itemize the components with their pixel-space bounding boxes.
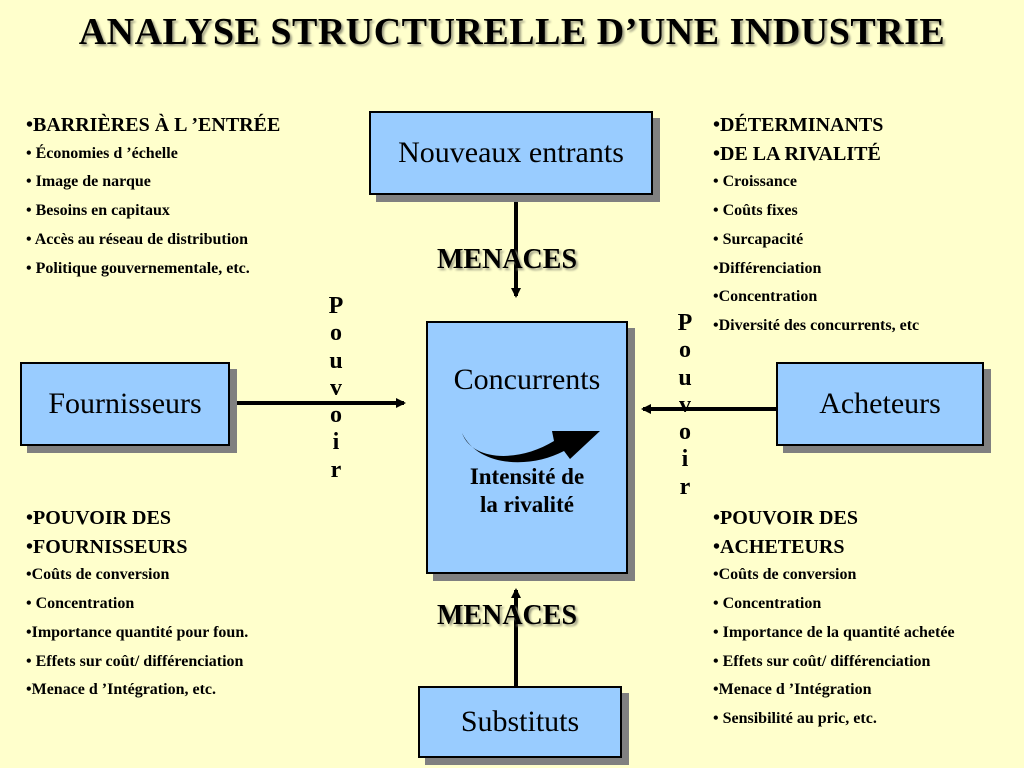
new-entrants-box: Nouveaux entrants: [369, 111, 653, 195]
list-item: • Concentration: [713, 595, 822, 613]
pouvoir-left-letter: i: [332, 429, 340, 456]
list-item: •Menace d ’Intégration: [713, 681, 872, 699]
pouvoir-left-letter: u: [329, 347, 343, 374]
list-item: •POUVOIR DES: [26, 507, 171, 529]
pouvoir-left-letter: P: [328, 293, 344, 319]
list-item: • Image de narque: [26, 173, 151, 191]
list-item: • Accès au réseau de distribution: [26, 230, 249, 248]
rivalry-label-line2: la rivalité: [480, 492, 574, 517]
list-item: • Effets sur coût/ différenciation: [26, 652, 244, 670]
pouvoir-left-letter: r: [330, 456, 342, 483]
list-item: •POUVOIR DES: [713, 507, 858, 529]
list-item: •DE LA RIVALITÉ: [713, 142, 881, 165]
list-item: • Besoins en capitaux: [26, 202, 170, 220]
rivalry-curved-arrow-icon: [462, 431, 600, 463]
pouvoir-left-letter: v: [330, 374, 342, 401]
buyers-power-list: •POUVOIR DES •ACHETEURS •Coûts de conver…: [713, 504, 955, 734]
pouvoir-right-letter: P: [677, 310, 693, 336]
new-entrants-label: Nouveaux entrants: [398, 136, 624, 169]
pouvoir-right-letter: o: [679, 419, 691, 446]
suppliers-label: Fournisseurs: [48, 387, 202, 420]
list-item: •Menace d ’Intégration, etc.: [26, 681, 216, 699]
pouvoir-left-label: P o u v o i r: [321, 293, 351, 484]
list-item: •Importance quantité pour foun.: [26, 623, 249, 641]
competitors-label: Concurrents: [453, 363, 601, 396]
suppliers-power-list: •POUVOIR DES •FOURNISSEURS •Coûts de con…: [26, 504, 248, 705]
pouvoir-left-letter: o: [330, 320, 342, 347]
substitutes-box: Substituts: [418, 686, 622, 758]
list-item: •Coûts de conversion: [26, 566, 170, 584]
menaces-top-label: MENACES: [437, 244, 578, 275]
list-item: • Coûts fixes: [713, 202, 798, 220]
pouvoir-right-letter: o: [679, 337, 691, 364]
buyers-box: Acheteurs: [776, 362, 984, 446]
list-item: • Politique gouvernementale, etc.: [26, 259, 250, 277]
list-item: •FOURNISSEURS: [26, 535, 188, 558]
substitutes-label: Substituts: [460, 705, 580, 738]
list-item: • Croissance: [713, 173, 797, 191]
pouvoir-right-letter: r: [679, 473, 691, 500]
pouvoir-right-letter: u: [678, 364, 692, 391]
list-item: • Surcapacité: [713, 230, 804, 248]
pouvoir-right-label: P o u v o i r: [670, 310, 700, 501]
list-item: •Coûts de conversion: [713, 566, 857, 584]
page-title: ANALYSE STRUCTURELLE D’UNE INDUSTRIE: [78, 11, 946, 53]
pouvoir-right-letter: v: [679, 391, 691, 418]
list-item: •BARRIÈRES À L ’ENTRÉE: [26, 114, 281, 136]
rivalry-label-line1: Intensité de: [469, 464, 585, 489]
list-item: • Économies d ’échelle: [26, 144, 178, 162]
list-item: •Diversité des concurrents, etc: [713, 316, 920, 334]
list-item: •ACHETEURS: [713, 535, 845, 558]
buyers-label: Acheteurs: [819, 387, 941, 420]
list-item: • Effets sur coût/ différenciation: [713, 652, 931, 670]
menaces-bottom-label: MENACES: [437, 600, 578, 631]
pouvoir-right-letter: i: [681, 446, 689, 473]
list-item: •DÉTERMINANTS: [713, 114, 884, 136]
list-item: • Importance de la quantité achetée: [713, 623, 955, 641]
competitors-box: Concurrents Intensité de la rivalité: [426, 321, 628, 574]
list-item: • Concentration: [26, 595, 135, 613]
barriers-list: •BARRIÈRES À L ’ENTRÉE • Économies d ’éc…: [26, 111, 280, 283]
rivalry-determinants-list: •DÉTERMINANTS •DE LA RIVALITÉ • Croissan…: [713, 111, 919, 341]
suppliers-box: Fournisseurs: [20, 362, 230, 446]
list-item: • Sensibilité au pric, etc.: [713, 709, 877, 727]
list-item: •Concentration: [713, 288, 818, 306]
list-item: •Différenciation: [713, 259, 822, 277]
pouvoir-left-letter: o: [330, 402, 342, 429]
